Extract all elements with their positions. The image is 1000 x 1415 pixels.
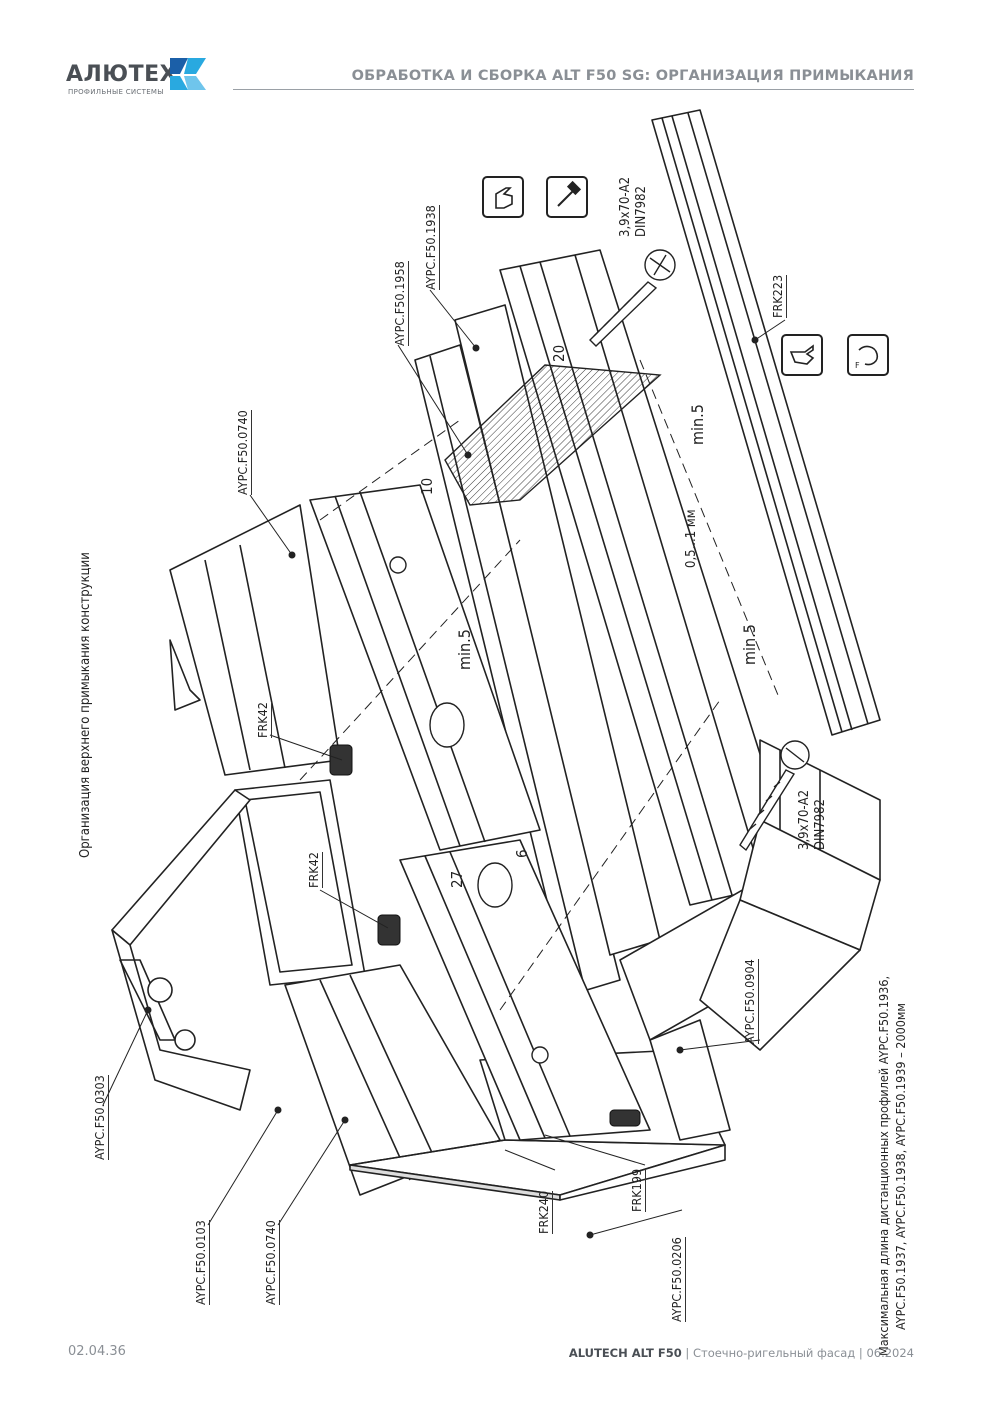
logo-text: АЛЮТЕХ [66, 62, 178, 87]
svg-text:F: F [855, 361, 860, 370]
dimension-10: 10 [418, 477, 436, 495]
company-logo: АЛЮТЕХ ПРОФИЛЬНЫЕ СИСТЕМЫ [66, 58, 216, 100]
logo-mark-icon [170, 58, 206, 90]
dimension-27: 27 [448, 870, 466, 888]
header-divider [233, 89, 914, 90]
dimension-min5-a: min.5 [455, 629, 474, 670]
label-frk199: FRK199 [629, 1168, 646, 1212]
label-aypc-1938: AYPC.F50.1938 [423, 205, 440, 290]
hand-pull-icon: F [847, 334, 889, 376]
press-finger-icon [482, 176, 524, 218]
drawing-caption: Организация верхнего примыкания конструк… [78, 552, 93, 858]
label-frk223: FRK223 [770, 274, 787, 318]
page-number: 02.04.36 [68, 1344, 126, 1359]
label-aypc-0740-bottom: AYPC.F50.0740 [263, 1220, 280, 1305]
label-aypc-1958: AYPC.F50.1958 [392, 261, 409, 346]
label-frk42-top: FRK42 [255, 702, 272, 738]
note-line-1: Максимальная длина дистанционных профиле… [876, 975, 891, 1356]
dimension-min5-c: min.5 [740, 624, 759, 665]
note-line-2: AYPC.F50.1937, AYPC.F50.1938, AYPC.F50.1… [893, 1003, 908, 1330]
label-aypc-0303: AYPC.F50.0303 [92, 1075, 109, 1160]
label-aypc-0103: AYPC.F50.0103 [193, 1220, 210, 1305]
label-frk42-mid: FRK42 [306, 852, 323, 888]
footer-brand: ALUTECH ALT F50 [568, 1346, 682, 1360]
label-screw-top-standard: DIN7982 [634, 186, 649, 237]
label-aypc-0904: AYPC.F50.0904 [742, 959, 759, 1044]
dimension-gap: 0,5...1 мм [684, 509, 699, 568]
label-screw-bottom-standard: DIN7982 [813, 799, 828, 850]
dimension-min5-b: min.5 [688, 404, 707, 445]
footer-info: ALUTECH ALT F50 | Стоечно-ригельный фаса… [569, 1346, 914, 1360]
label-aypc-0740-top: AYPC.F50.0740 [235, 410, 252, 495]
logo-subtext: ПРОФИЛЬНЫЕ СИСТЕМЫ [68, 88, 164, 96]
footer-doc-info: | Стоечно-ригельный фасад | 06.2024 [681, 1346, 914, 1360]
dimension-20: 20 [550, 344, 568, 362]
label-aypc-0206: AYPC.F50.0206 [669, 1237, 686, 1322]
dimension-6: 6 [513, 849, 531, 858]
page-title: ОБРАБОТКА И СБОРКА ALT F50 SG: ОРГАНИЗАЦ… [351, 68, 914, 84]
hammer-icon [546, 176, 588, 218]
label-screw-top-size: 3,9х70-А2 [618, 176, 633, 237]
press-finger-icon [781, 334, 823, 376]
label-frk240: FRK240 [536, 1190, 553, 1234]
label-screw-bottom-size: 3,9х70-А2 [797, 789, 812, 850]
